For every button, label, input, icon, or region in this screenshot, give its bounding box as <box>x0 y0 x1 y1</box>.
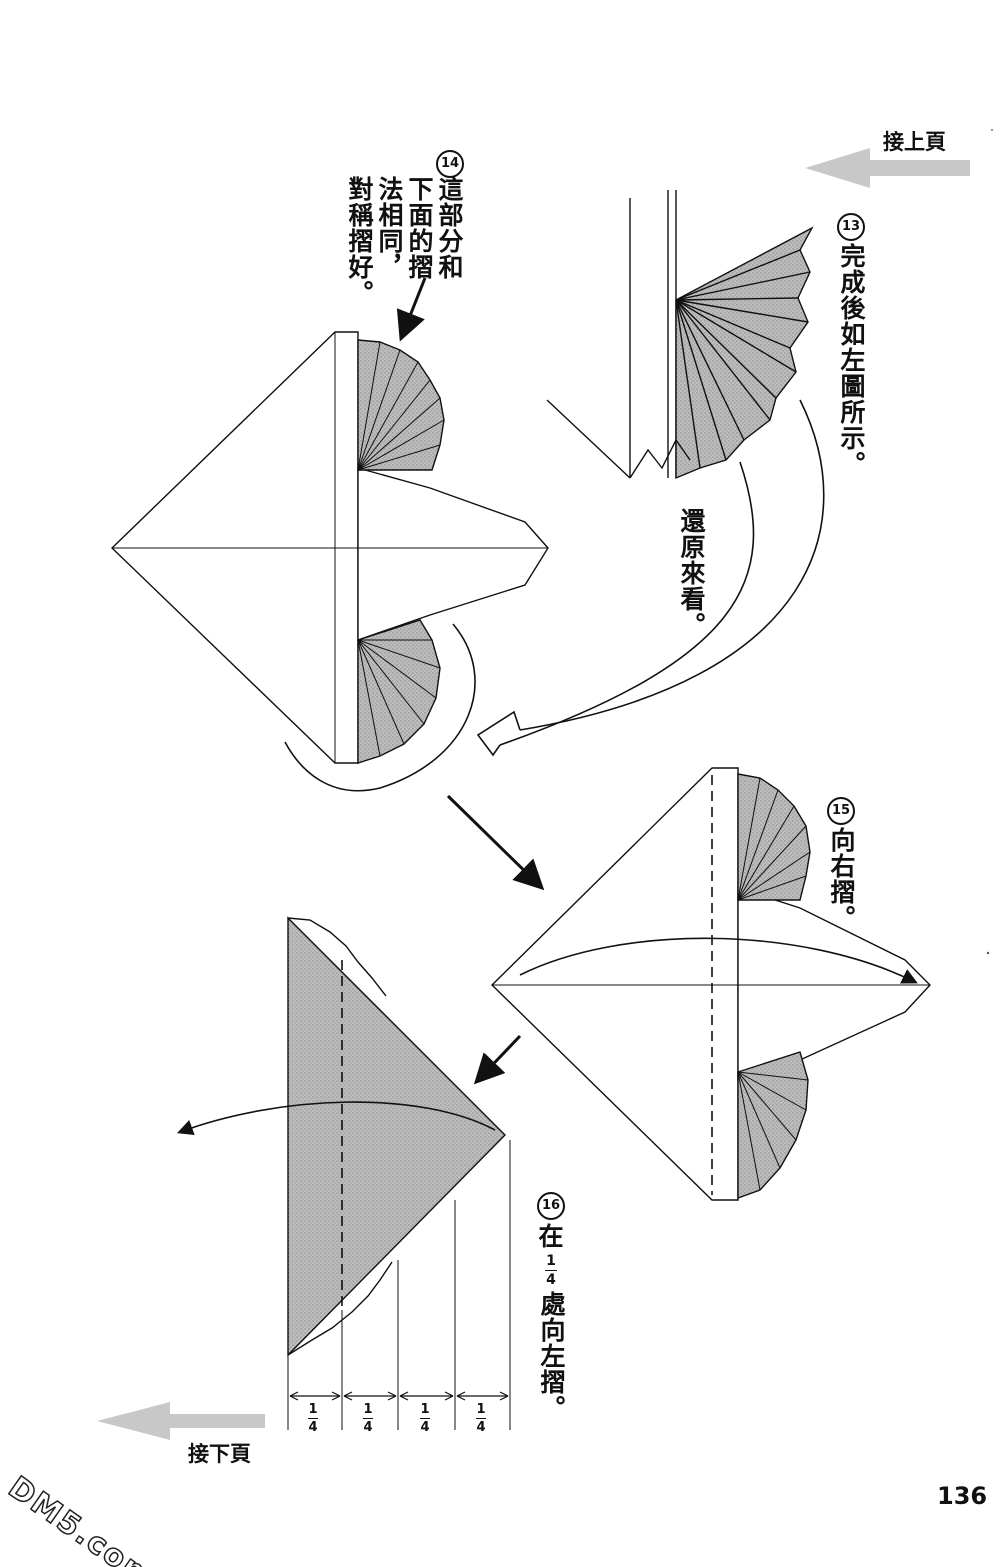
next-page-label: 接下頁 <box>188 1442 251 1466</box>
page-number: 136 <box>937 1482 988 1510</box>
step15-number: 15 <box>827 797 855 825</box>
transition-arrow-1 <box>446 794 545 891</box>
diagram-step16 <box>176 916 511 1430</box>
step16-fraction-den: 4 <box>546 1272 556 1288</box>
step14-caption: 14 這部分和 下面的摺 法相同， 對稱摺好。 <box>340 150 470 306</box>
step16-fraction-num: 1 <box>546 1253 556 1269</box>
step16-prefix: 在 <box>538 1222 564 1251</box>
prev-page-label: 接上頁 <box>883 130 946 154</box>
transition-arrow-2 <box>473 1034 522 1085</box>
step14-text: 這部分和 下面的摺 法相同， 對稱摺好。 <box>345 176 464 306</box>
step14-pointer-arrow <box>396 277 427 342</box>
diagram-step14 <box>110 331 549 764</box>
restore-curve-arrow <box>284 399 825 792</box>
step13-text: 完成後如左圖所示。 <box>837 243 866 477</box>
step15-text: 向右摺。 <box>827 827 856 931</box>
prev-page-arrow-icon <box>805 148 970 188</box>
diagram-step15 <box>491 767 931 1201</box>
step14-number: 14 <box>436 150 464 178</box>
step13-number: 13 <box>837 213 865 241</box>
step16-caption: 16 在 1 4 處向左摺。 <box>536 1192 566 1421</box>
diagram-step13 <box>546 190 814 480</box>
dust-dot <box>986 951 990 955</box>
step13-caption: 13 完成後如左圖所示。 <box>836 213 866 477</box>
step16-number: 16 <box>537 1192 565 1220</box>
dust-dot <box>991 129 993 131</box>
step15-caption: 15 向右摺。 <box>826 797 856 931</box>
step16-suffix: 處向左摺。 <box>537 1291 566 1421</box>
step16-fraction: 1 4 <box>545 1254 557 1287</box>
next-page-arrow-icon <box>97 1402 265 1440</box>
restore-caption: 還原來看。 <box>677 508 706 638</box>
